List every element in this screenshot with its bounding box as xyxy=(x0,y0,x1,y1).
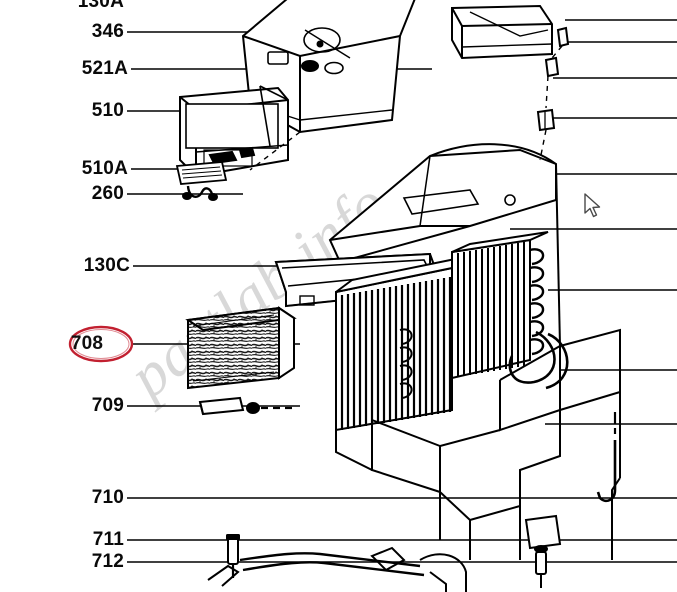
callout-label-346[interactable]: 346 xyxy=(91,21,124,42)
right-lower-small-parts xyxy=(524,514,562,588)
cabinet-base-pan-part xyxy=(335,163,561,560)
callout-label-710[interactable]: 710 xyxy=(91,487,124,508)
evaporator-coil-rear-bank-part xyxy=(451,231,549,380)
top-right-housing-part xyxy=(451,4,553,60)
suction-line-tube-part xyxy=(508,330,569,390)
callout-label-510A[interactable]: 510A xyxy=(81,158,128,179)
callout-label-130C[interactable]: 130C xyxy=(83,255,130,276)
sensor-probe-part-709 xyxy=(198,396,292,416)
callout-label-709[interactable]: 709 xyxy=(91,395,124,416)
callout-label-711[interactable]: 711 xyxy=(92,529,124,550)
clip-bracket-part xyxy=(182,185,218,201)
callout-label-510[interactable]: 510 xyxy=(91,100,124,121)
callout-label-260[interactable]: 260 xyxy=(91,183,124,204)
upper-right-fastener-parts xyxy=(249,26,570,171)
small-grille-part xyxy=(175,161,228,185)
callout-label-712[interactable]: 712 xyxy=(91,551,124,572)
bottom-hardware-parts xyxy=(207,534,467,592)
rear-right-panel-part xyxy=(559,328,621,560)
callout-label-130A[interactable]: 130A xyxy=(77,0,124,12)
j-tube-part xyxy=(596,412,617,503)
callout-label-708[interactable]: 708 xyxy=(70,333,104,354)
control-display-module-part xyxy=(179,85,289,178)
callout-label-521A[interactable]: 521A xyxy=(81,58,128,79)
filter-pad-part-708 xyxy=(185,306,297,390)
coil-return-bend-tubes-part xyxy=(399,248,545,399)
highlight-ellipse-708 xyxy=(68,325,134,363)
